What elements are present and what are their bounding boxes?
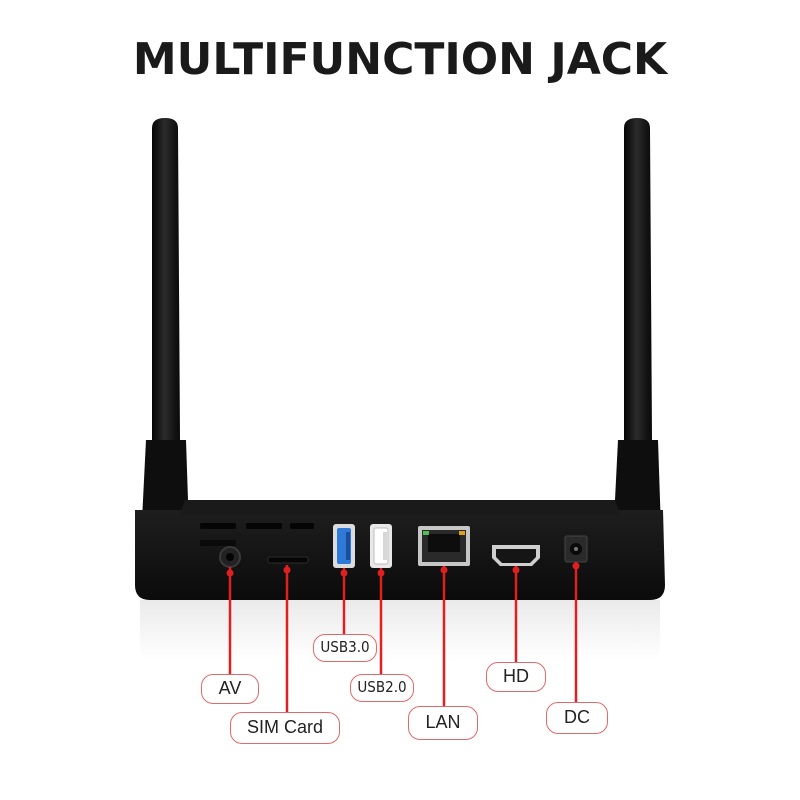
lan-port — [418, 526, 470, 566]
hd-port — [492, 545, 540, 566]
right-antenna — [610, 118, 662, 573]
pointer-lines — [226, 562, 580, 716]
device-body — [135, 500, 665, 600]
hd-label: HD — [486, 662, 546, 692]
page-title: MULTIFUNCTION JACK — [132, 34, 668, 85]
lan-label: LAN — [408, 706, 478, 740]
sim-card-label: SIM Card — [230, 712, 340, 744]
usb3-port — [333, 524, 355, 568]
dc-label: DC — [546, 702, 608, 734]
usb3-label: USB3.0 — [313, 634, 377, 662]
sim-card-slot — [267, 556, 309, 564]
usb2-port — [370, 524, 392, 568]
av-label: AV — [201, 674, 259, 704]
vent-slots — [200, 523, 314, 546]
dc-port — [564, 535, 588, 563]
av-port — [219, 546, 241, 568]
device-reflection — [140, 600, 660, 660]
usb2-label: USB2.0 — [350, 674, 414, 702]
